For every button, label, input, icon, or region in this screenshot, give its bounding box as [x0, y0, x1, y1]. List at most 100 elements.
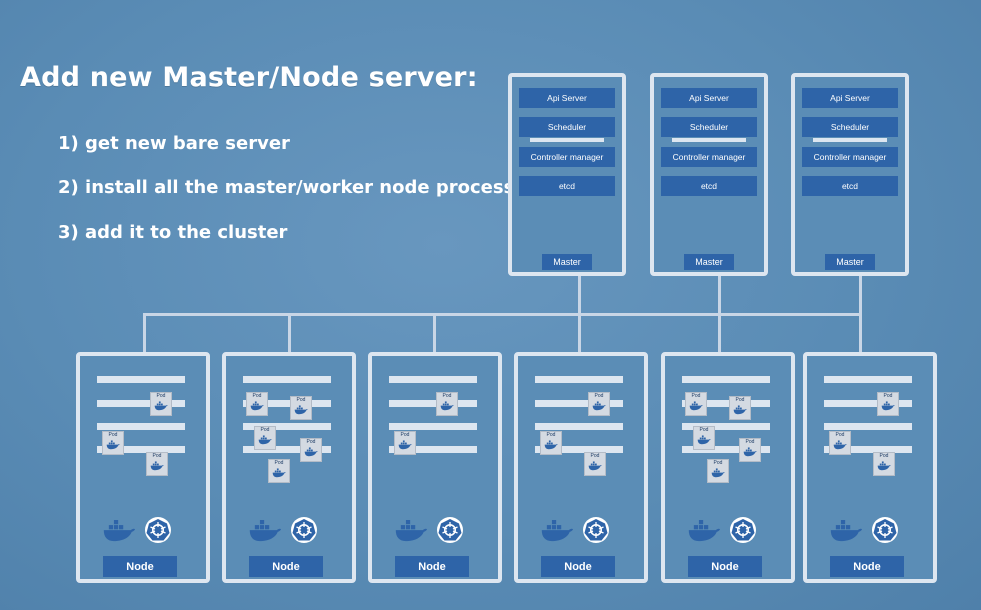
rack-bar	[243, 400, 331, 407]
docker-whale-icon	[269, 468, 289, 481]
docker-whale-icon	[395, 440, 415, 453]
pod: Pod	[873, 452, 895, 476]
pod: Pod	[829, 431, 851, 455]
pod: Pod	[102, 431, 124, 455]
scheduler-process: Scheduler	[661, 117, 757, 137]
node-label: Node	[688, 556, 762, 577]
step-1: 1) get new bare server	[58, 133, 290, 154]
master-server-2: Api Server Scheduler Controller manager …	[650, 73, 768, 276]
master-connector-1	[578, 272, 581, 315]
rack-bar	[813, 138, 887, 142]
pod-label: Pod	[835, 432, 845, 438]
docker-whale-icon	[740, 447, 760, 460]
pod: Pod	[693, 426, 715, 450]
step-2: 2) install all the master/worker node pr…	[58, 177, 538, 198]
pod: Pod	[146, 452, 168, 476]
pod-label: Pod	[152, 453, 162, 459]
pod: Pod	[707, 459, 729, 483]
kubernetes-helm-icon	[582, 516, 610, 549]
docker-whale-icon	[147, 461, 167, 474]
master-connector-2	[718, 272, 721, 315]
pod-label: Pod	[274, 460, 284, 466]
pod-label: Pod	[745, 439, 755, 445]
rack-bar	[389, 423, 477, 430]
slide-title: Add new Master/Node server:	[20, 62, 478, 93]
rack-bar	[535, 376, 623, 383]
node-connector-4	[578, 313, 581, 354]
master-server-1: Api Server Scheduler Controller manager …	[508, 73, 626, 276]
node-label: Node	[395, 556, 469, 577]
api-server-process: Api Server	[519, 88, 615, 108]
pod-label: Pod	[400, 432, 410, 438]
rack-bar	[97, 423, 185, 430]
pod: Pod	[729, 396, 751, 420]
docker-whale-icon	[102, 520, 136, 547]
etcd-process: etcd	[661, 176, 757, 196]
rack-bar	[672, 138, 746, 142]
pod-label: Pod	[260, 427, 270, 433]
pod-label: Pod	[306, 439, 316, 445]
docker-whale-icon	[878, 401, 898, 414]
pod-label: Pod	[883, 393, 893, 399]
rack-bar	[682, 376, 770, 383]
node-connector-2	[288, 313, 291, 354]
docker-whale-icon	[874, 461, 894, 474]
controller-manager-process: Controller manager	[802, 147, 898, 167]
rack-bar	[682, 400, 770, 407]
master-label: Master	[542, 254, 592, 270]
pod: Pod	[584, 452, 606, 476]
master-label: Master	[684, 254, 734, 270]
pod-label: Pod	[699, 427, 709, 433]
rack-bar	[682, 446, 770, 453]
pod-label: Pod	[594, 393, 604, 399]
rack-bar	[530, 138, 604, 142]
pod-label: Pod	[691, 393, 701, 399]
pod: Pod	[394, 431, 416, 455]
pod-label: Pod	[442, 393, 452, 399]
rack-bar	[824, 400, 912, 407]
pod: Pod	[685, 392, 707, 416]
pod: Pod	[436, 392, 458, 416]
docker-whale-icon	[830, 440, 850, 453]
rack-bar	[97, 446, 185, 453]
pod-label: Pod	[879, 453, 889, 459]
scheduler-process: Scheduler	[519, 117, 615, 137]
api-server-process: Api Server	[661, 88, 757, 108]
rack-bar	[389, 400, 477, 407]
pod: Pod	[300, 438, 322, 462]
scheduler-process: Scheduler	[802, 117, 898, 137]
docker-whale-icon	[687, 520, 721, 547]
node-connector-5	[718, 313, 721, 354]
pod: Pod	[588, 392, 610, 416]
pod: Pod	[540, 431, 562, 455]
docker-whale-icon	[589, 401, 609, 414]
rack-bar	[682, 423, 770, 430]
pod-label: Pod	[590, 453, 600, 459]
pod-label: Pod	[713, 460, 723, 466]
node-connector-6	[859, 313, 862, 354]
docker-whale-icon	[103, 440, 123, 453]
docker-whale-icon	[301, 447, 321, 460]
rack-bar	[535, 423, 623, 430]
node-label: Node	[249, 556, 323, 577]
kubernetes-helm-icon	[729, 516, 757, 549]
pod-label: Pod	[296, 397, 306, 403]
docker-whale-icon	[829, 520, 863, 547]
rack-bar	[97, 376, 185, 383]
docker-whale-icon	[694, 435, 714, 448]
rack-bar	[824, 423, 912, 430]
rack-bar	[243, 446, 331, 453]
docker-whale-icon	[291, 405, 311, 418]
rack-bar	[389, 376, 477, 383]
node-connector-3	[433, 313, 436, 354]
rack-bar	[389, 446, 477, 453]
docker-whale-icon	[540, 520, 574, 547]
node-label: Node	[830, 556, 904, 577]
etcd-process: etcd	[519, 176, 615, 196]
docker-whale-icon	[686, 401, 706, 414]
docker-whale-icon	[541, 440, 561, 453]
